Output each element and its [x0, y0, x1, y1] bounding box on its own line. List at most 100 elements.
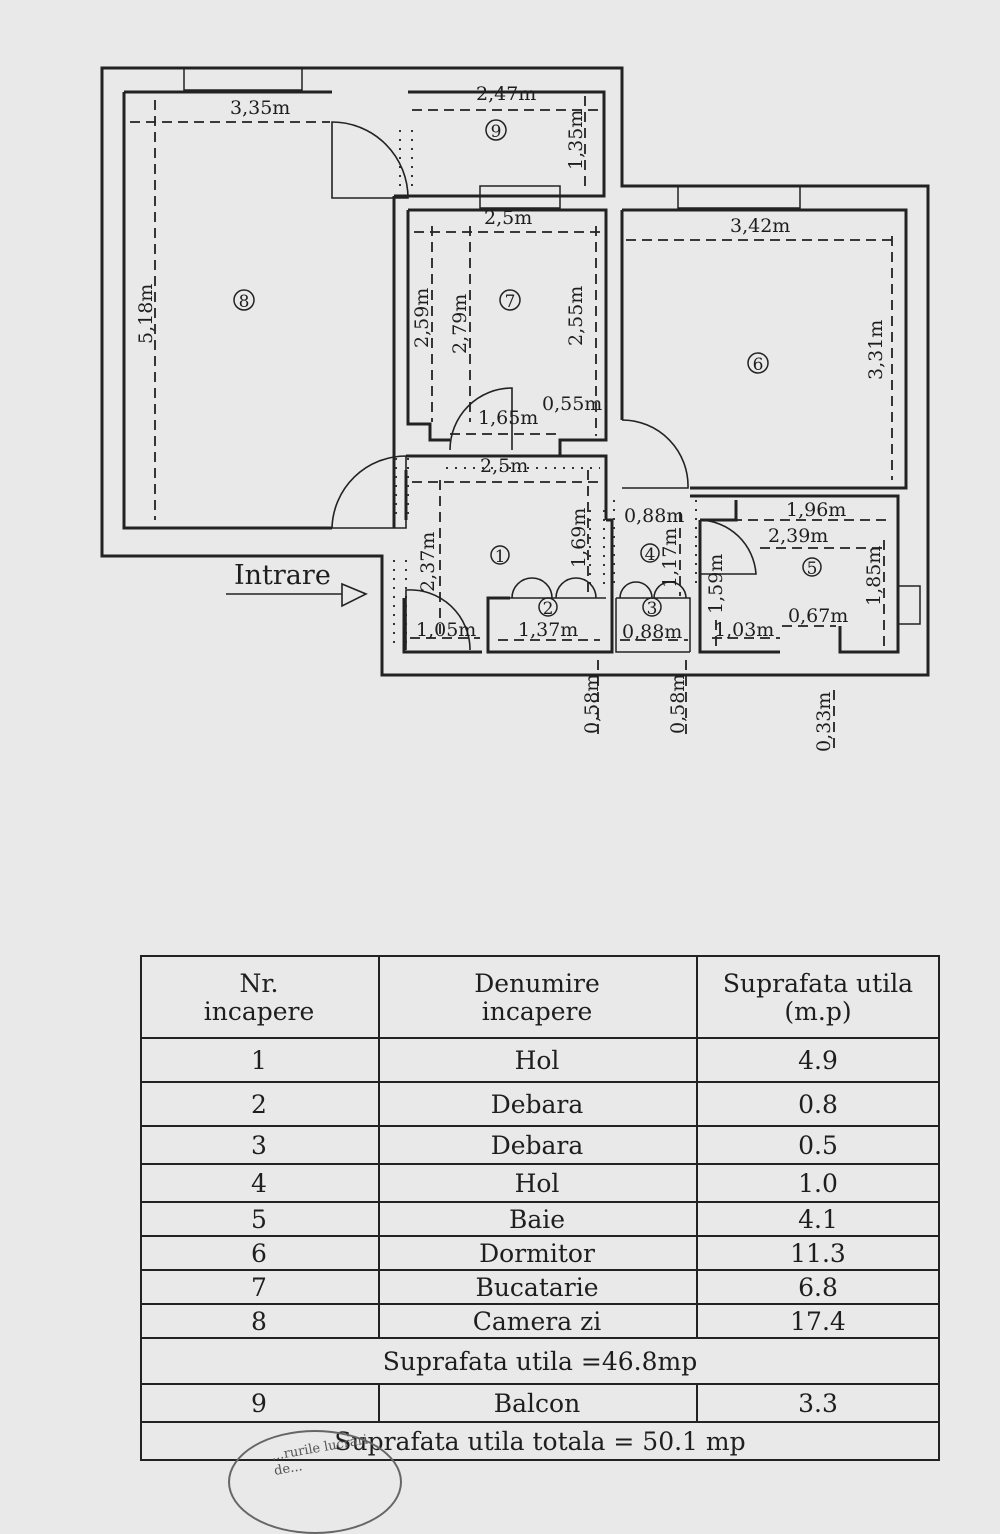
cell-nr: 4 — [251, 1169, 267, 1198]
table-row: 4 Hol 1.0 — [140, 1163, 940, 1203]
dimension-labels: 3,35m 2,47m 1,35m 5,18m 2,5m 3,42m 2,59m… — [135, 83, 887, 752]
cell-area: 0.8 — [798, 1090, 838, 1119]
cell-area: 17.4 — [790, 1307, 846, 1336]
cell-name: Debara — [490, 1131, 584, 1160]
table-row: 7 Bucatarie 6.8 — [140, 1269, 940, 1305]
table-row: 1 Hol 4.9 — [140, 1037, 940, 1083]
table-divider — [378, 1383, 380, 1421]
cell-area: 4.1 — [798, 1205, 838, 1234]
cell-name: Hol — [514, 1046, 560, 1075]
dim-label: 1,59m — [705, 554, 727, 614]
stamp-text: ...rurile lucrari de... — [270, 1432, 369, 1479]
window — [183, 67, 303, 91]
dim-label: 2,55m — [565, 286, 587, 346]
window — [897, 585, 921, 625]
cell-name: Balcon — [493, 1389, 581, 1418]
dim-label: 2,79m — [449, 294, 471, 354]
dim-label: 0,33m — [813, 692, 835, 752]
cell-nr: 2 — [251, 1090, 267, 1119]
table-row: 8 Camera zi 17.4 — [140, 1303, 940, 1339]
window — [677, 185, 801, 209]
room-6-number: 6 — [753, 355, 764, 375]
dim-line — [130, 96, 896, 750]
table-divider — [938, 955, 940, 1459]
cell-area: 1.0 — [798, 1169, 838, 1198]
cell-area: 4.9 — [798, 1046, 838, 1075]
inner-wall-outline — [122, 90, 606, 530]
outer-wall — [100, 66, 930, 677]
cell-name: Debara — [490, 1090, 584, 1119]
dim-label: 2,5m — [484, 207, 532, 229]
room-8-number: 8 — [239, 292, 250, 312]
dim-label: 0,88m — [624, 505, 684, 527]
door-swing — [331, 121, 757, 651]
cell-nr: 6 — [251, 1239, 267, 1268]
room-9-number: 9 — [491, 122, 502, 142]
total-row-text: Suprafata utila totala = 50.1 mp — [334, 1427, 746, 1456]
dim-label: 0,88m — [622, 621, 682, 643]
dim-label: 1,17m — [659, 528, 681, 588]
room-3-number: 3 — [647, 599, 658, 619]
dim-label: 2,37m — [417, 532, 439, 592]
room-7-number: 7 — [505, 292, 516, 312]
table-bottom-border — [140, 1459, 940, 1461]
dim-label: 1,69m — [568, 508, 590, 568]
table-row: 5 Baie 4.1 — [140, 1201, 940, 1237]
dim-label: 2,5m — [480, 455, 528, 477]
table-row: 6 Dormitor 11.3 — [140, 1235, 940, 1271]
cell-nr: 1 — [251, 1046, 267, 1075]
subtotal-row: Suprafata utila =46.8mp — [140, 1337, 940, 1385]
table-row: 2 Debara 0.8 — [140, 1081, 940, 1127]
window — [479, 185, 561, 209]
dim-label: 1,37m — [518, 619, 578, 641]
dim-label: 0,55m — [542, 393, 602, 415]
dim-label: 5,18m — [135, 284, 157, 344]
table-divider — [378, 955, 380, 1337]
kitchen-walls — [406, 208, 608, 456]
cell-name: Dormitor — [479, 1239, 595, 1268]
bedroom-walls — [620, 208, 908, 490]
header-cell: Nr. incapere — [203, 969, 315, 1026]
room-2-number: 2 — [543, 599, 554, 619]
cell-nr: 8 — [251, 1307, 267, 1336]
room-4-number: 4 — [645, 545, 656, 565]
dim-label: 1,35m — [565, 110, 587, 170]
hall-walls — [402, 454, 614, 654]
table-divider — [696, 1383, 698, 1421]
floor-plan: 1 2 3 4 5 6 7 8 9 3,35m 2,47m 1,35m 5,18… — [100, 66, 930, 752]
dim-label: 2,47m — [476, 83, 536, 105]
opening — [393, 130, 697, 650]
cell-name: Baie — [508, 1205, 566, 1234]
room-numbers: 1 2 3 4 5 6 7 8 9 — [233, 119, 822, 619]
table-row: 9 Balcon 3.3 — [140, 1383, 940, 1423]
cell-name: Camera zi — [472, 1307, 602, 1336]
cell-nr: 7 — [251, 1273, 267, 1302]
cell-name: Bucatarie — [475, 1273, 599, 1302]
dim-label: 1,85m — [863, 546, 885, 606]
entrance-arrow — [226, 582, 368, 608]
dim-label: 2,39m — [768, 525, 828, 547]
cell-name: Hol — [514, 1169, 560, 1198]
cell-nr: 3 — [251, 1131, 267, 1160]
dim-label: 3,31m — [865, 320, 887, 380]
dim-label: 2,59m — [411, 288, 433, 348]
room-5-number: 5 — [807, 559, 818, 579]
cell-area: 6.8 — [798, 1273, 838, 1302]
cell-area: 3.3 — [798, 1389, 838, 1418]
dim-label: 0,67m — [788, 605, 848, 627]
dim-label: 3,35m — [230, 97, 290, 119]
cell-nr: 5 — [251, 1205, 267, 1234]
cell-nr: 9 — [251, 1389, 267, 1418]
dim-label: 0,58m — [667, 674, 689, 734]
header-cell: Suprafata utila (m.p) — [722, 969, 914, 1026]
dim-label: 1,05m — [416, 619, 476, 641]
dim-label: 0,58m — [581, 674, 603, 734]
table-divider — [140, 955, 142, 1459]
closet-doors — [511, 577, 687, 599]
room-1-number: 1 — [495, 547, 506, 567]
table-divider — [696, 955, 698, 1337]
cell-area: 11.3 — [790, 1239, 846, 1268]
